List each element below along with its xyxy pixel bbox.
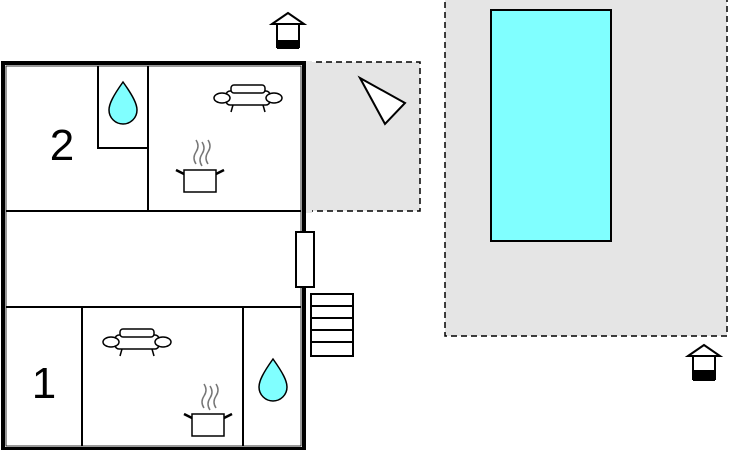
patio-terrace xyxy=(305,61,421,212)
stairs-icon xyxy=(310,293,354,357)
entrance-door xyxy=(295,231,315,288)
room-label-1: 1 xyxy=(32,359,56,408)
interior-walls xyxy=(6,66,301,446)
room-label-2: 2 xyxy=(50,121,74,170)
swimming-pool xyxy=(490,9,612,242)
house-entrance-icon xyxy=(271,12,305,49)
house-entrance-icon xyxy=(687,344,721,381)
building-outline xyxy=(1,61,306,450)
sun-direction-icon xyxy=(357,75,407,126)
